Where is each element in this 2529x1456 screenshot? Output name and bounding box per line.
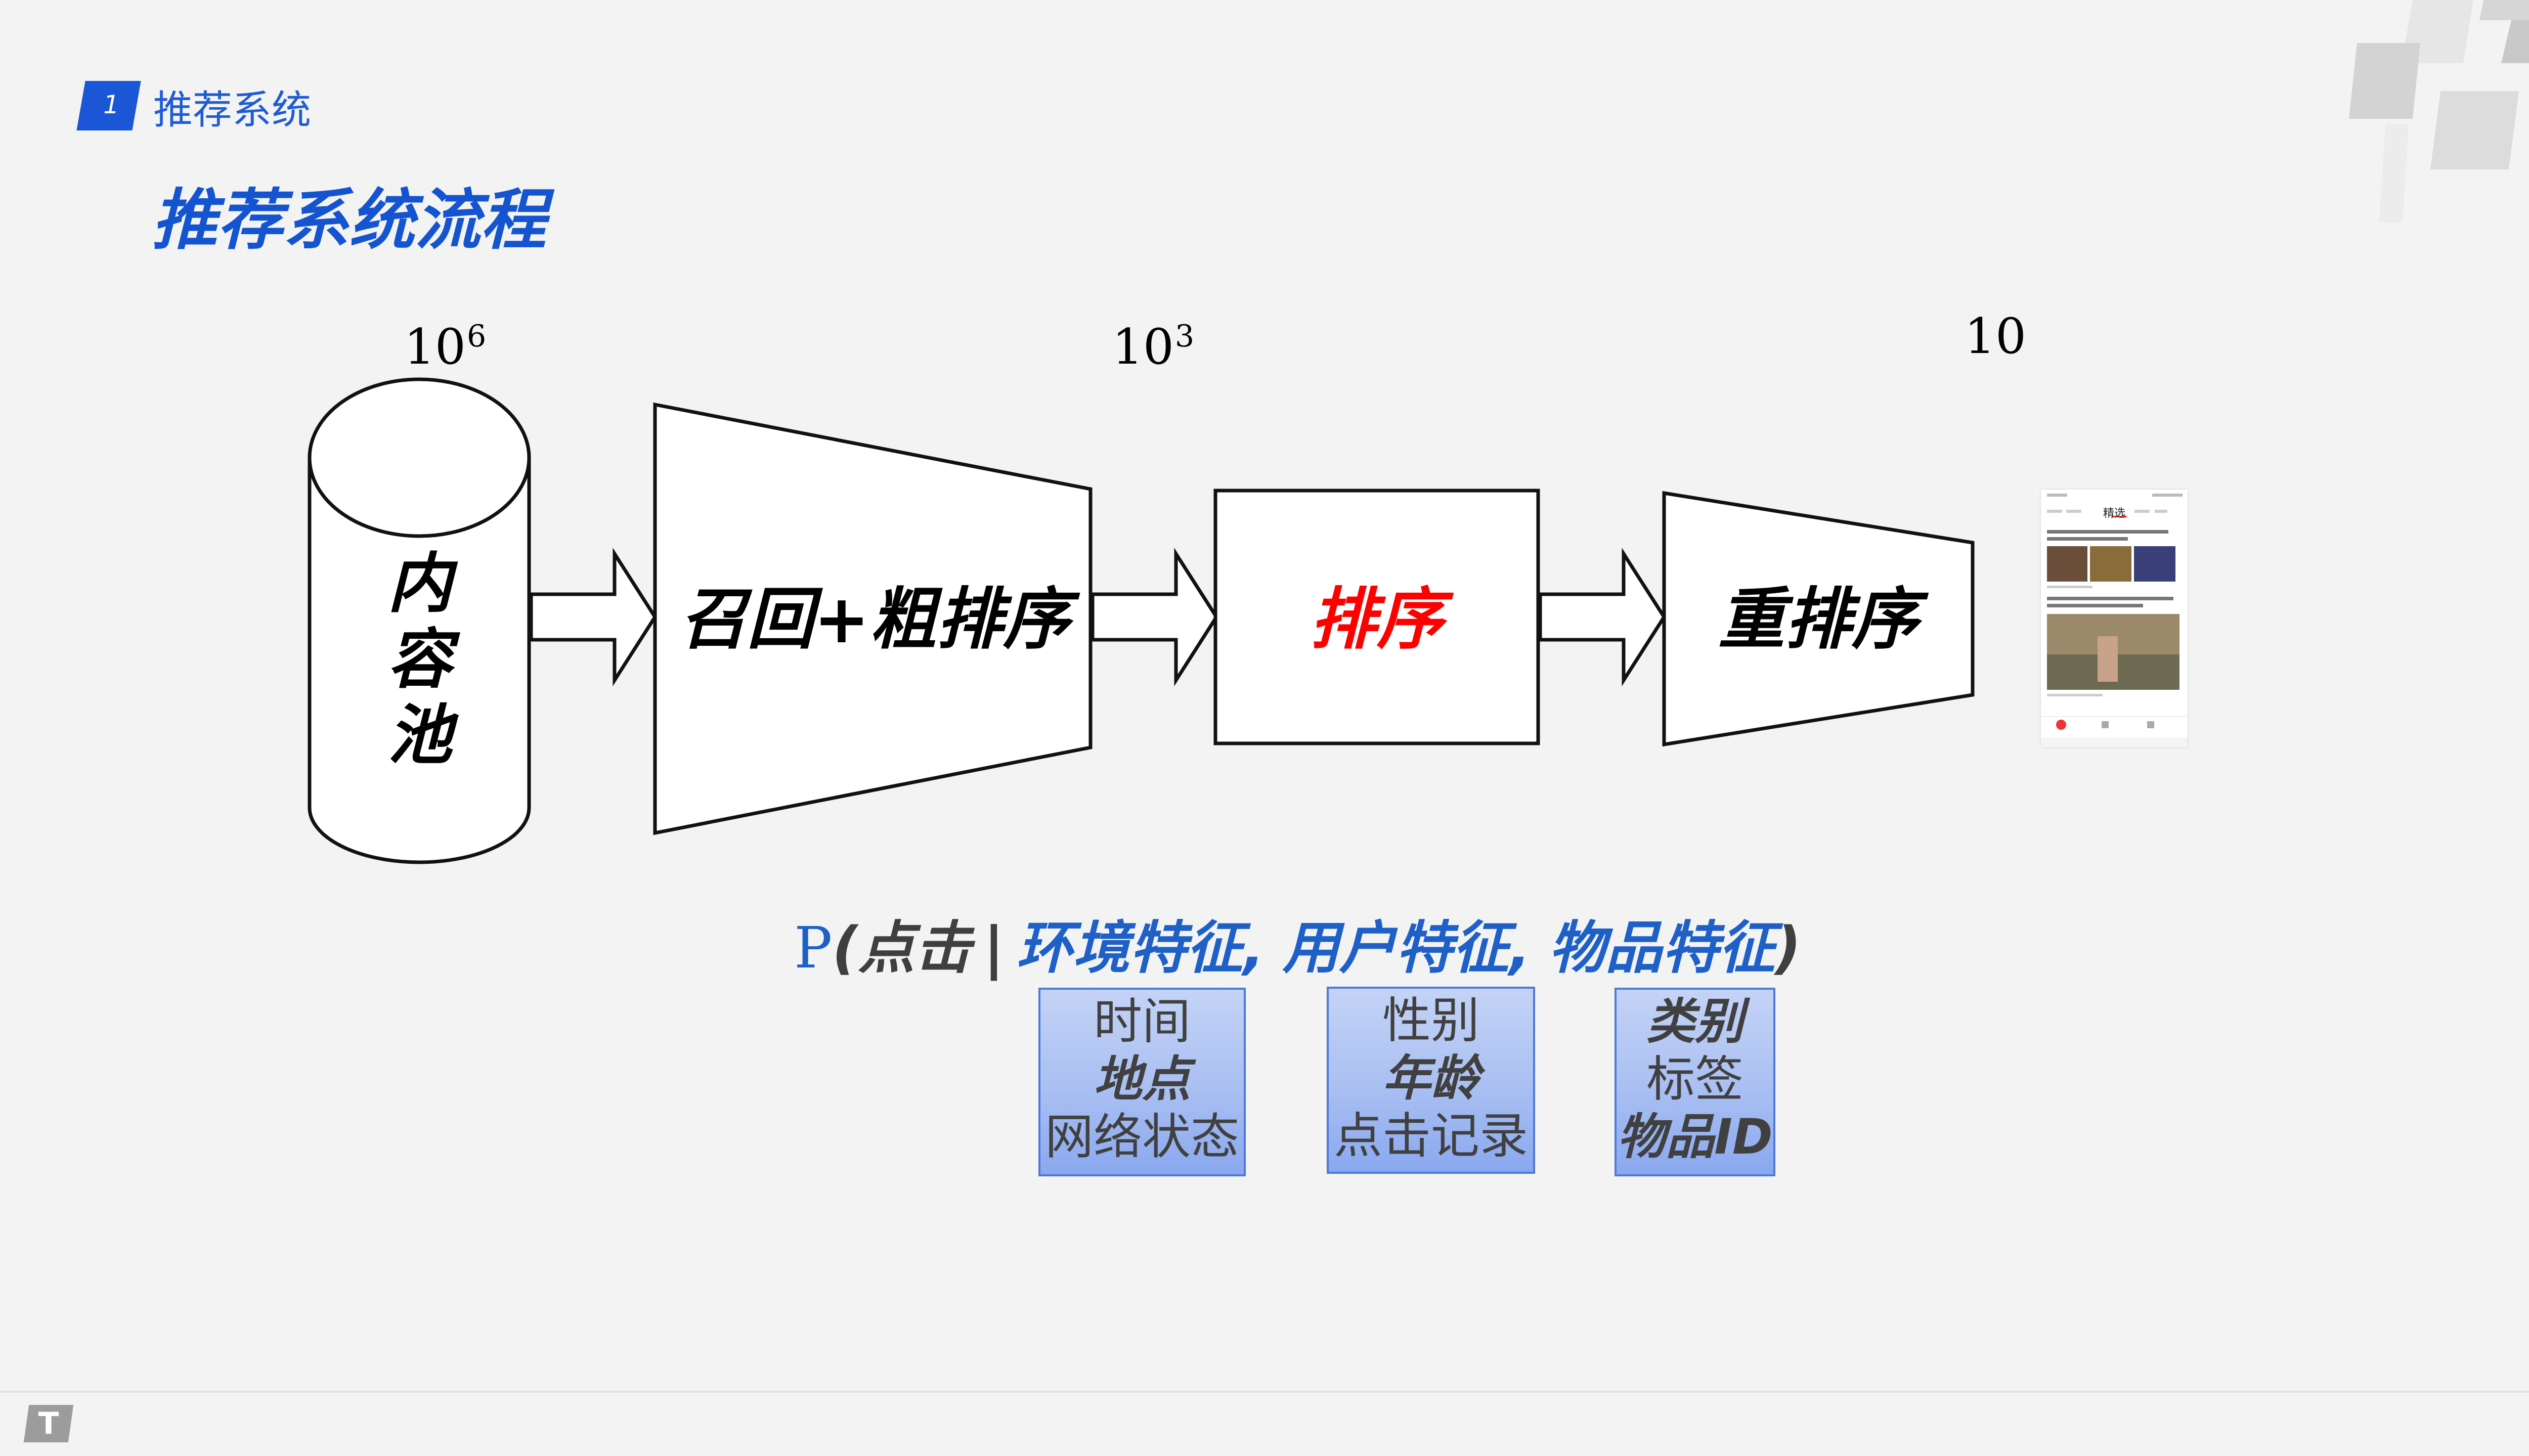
page-title: 推荐系统流程 (152, 182, 547, 258)
section-number: 1 (103, 90, 119, 119)
context-features-box: 时间 地点 网络状态 (1038, 988, 1246, 1176)
rerank-funnel (1662, 491, 1975, 747)
corner-decoration-icon (2349, 0, 2529, 223)
phone-feed-image (2041, 490, 2188, 747)
count-recall: 103 (1112, 319, 1195, 375)
arrow-2 (1091, 548, 1219, 686)
phone-feed-screenshot: 精选 (2041, 490, 2188, 747)
rank-label: 排序 (1310, 581, 1444, 658)
user-features-box: 性别 年龄 点击记录 (1327, 987, 1535, 1174)
count-pool: 106 (404, 319, 487, 375)
pool-cylinder-top (308, 377, 531, 538)
arrow-3 (1538, 548, 1667, 686)
rerank-label: 重排序 (1718, 581, 1918, 658)
section-label: 推荐系统 (153, 87, 312, 133)
pool-cylinder-body (308, 458, 531, 864)
recall-funnel (653, 402, 1093, 835)
recall-label: 召回+粗排序 (680, 581, 1070, 658)
footer-divider (0, 1391, 2529, 1393)
footer-logo: T (23, 1405, 74, 1442)
item-features-box: 类别 标签 物品ID (1615, 988, 1775, 1176)
probability-formula: P(点击|环境特征, 用户特征, 物品特征) (794, 915, 1801, 981)
pool-label: 内 容 池 (387, 546, 452, 773)
arrow-1 (529, 548, 658, 686)
count-rerank: 10 (1964, 308, 2027, 365)
rank-box (1213, 489, 1540, 745)
phone-active-tab: 精选 (2103, 507, 2125, 520)
